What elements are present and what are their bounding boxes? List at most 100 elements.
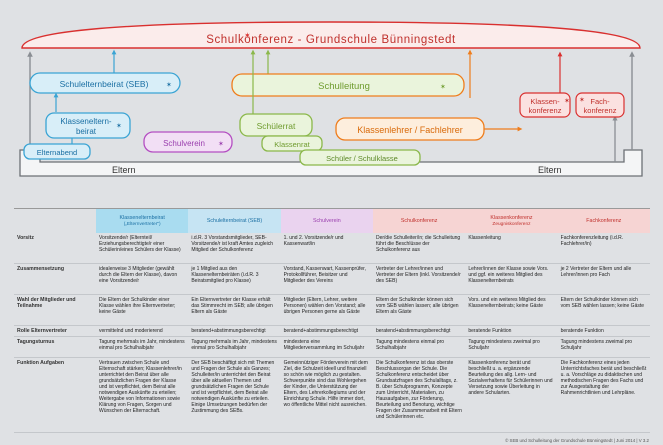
col-subtitle: Zeugniskonferenz: [492, 221, 531, 227]
col-seb: Schulelternbeirat (SEB): [188, 209, 281, 233]
node-kb-label-1: Klasseneltern-: [60, 117, 111, 126]
node-schulleitung-label: Schulleitung: [318, 81, 370, 92]
row-label: Rolle Elternvertreter: [14, 325, 96, 337]
table-cell: Vertreter der Lehrer/innen und Vertreter…: [372, 263, 466, 295]
table-row: Vorsitz Vorsitzende/r (Elternteil/ Erzie…: [14, 233, 650, 264]
table-cell: Fachkonferenzleitung (i.d.R. Fachlehrer/…: [557, 233, 650, 264]
table-cell: Lehrer/innen der Klasse sowie Vors. und …: [465, 263, 558, 295]
node-schueler-label: Schüler / Schulklasse: [326, 154, 398, 163]
table-cell: Tagung mindestens einmal pro Schulhalbja…: [372, 336, 466, 358]
col-title: Schulverein: [312, 218, 341, 224]
table-cell: Klassenkonferenz berät und beschließt u.…: [465, 357, 558, 433]
table-cell: Tagung mindestens zweimal pro Schuljahr: [465, 336, 558, 358]
col-fachkonferenz: Fachkonferenz: [557, 209, 650, 233]
table-cell: idealerweise 3 Mitglieder (gewählt durch…: [96, 263, 189, 295]
node-schulleitung: [231, 73, 465, 97]
node-lehrer-label: Klassenlehrer / Fachlehrer: [357, 125, 463, 135]
table-cell: je 1 Mitglied aus den Klassenelternbeirä…: [188, 263, 281, 295]
node-klassenrat: [261, 135, 323, 152]
node-elternabend: [23, 143, 91, 160]
row-label: Zusammensetzung: [14, 263, 96, 295]
col-klassenelternbeirat: Klassenelternbeirat („Elternvertreter"): [96, 209, 189, 233]
table-cell: Vorsitzende/r (Elternteil/ Erziehungsber…: [96, 233, 189, 264]
corner-cell: [14, 209, 96, 233]
splat-icon: ✶: [218, 140, 224, 148]
splat-icon: ✶: [116, 122, 122, 130]
table-row: Wahl der Mitglieder und Teilnahme Die El…: [14, 294, 650, 326]
structure-diagram: Schulkonferenz - Grundschule Bünningsted…: [19, 21, 643, 177]
node-klassenrat-label: Klassenrat: [274, 140, 310, 149]
col-title: Fachkonferenz: [586, 218, 622, 224]
table-row: Tagungsturnus Tagung mehrmals im Jahr, m…: [14, 336, 650, 358]
col-schulverein: Schulverein: [280, 209, 373, 233]
diagram-title: Schulkonferenz - Grundschule Bünningsted…: [206, 34, 456, 46]
schulkonferenz-banner: [21, 21, 641, 49]
node-fk-label-1: Fach-: [590, 97, 610, 106]
splat-icon: ✶: [579, 96, 585, 104]
table-cell: Ein Elternvertreter der Klasse erhält da…: [188, 294, 281, 326]
node-klk-label-1: Klassen-: [530, 97, 560, 106]
node-seb-label: Schulelternbeirat (SEB): [60, 79, 149, 89]
table-cell: je 2 Vertreter der Eltern und alle Lehre…: [557, 263, 650, 295]
table-cell: Mitglieder (Eltern, Lehrer, weitere Pers…: [280, 294, 373, 326]
table-header-row: Klassenelternbeirat („Elternvertreter") …: [14, 209, 650, 233]
row-label: Vorsitz: [14, 233, 96, 264]
table-cell: Die Schulkonferenz ist das oberste Besch…: [372, 357, 466, 433]
table-cell: beratend+abstimmungsberechtigt: [188, 325, 281, 337]
col-schulkonferenz: Schulkonferenz: [372, 209, 466, 233]
table-cell: beratend+abstimmungsberechtigt: [280, 325, 373, 337]
node-seb: [29, 72, 181, 94]
table-cell: Der SEB beschäftigt sich mit Themen und …: [188, 357, 281, 433]
table-cell: Tagung mehrmals im Jahr, mindestens einm…: [96, 336, 189, 358]
node-fk-label-2: konferenz: [584, 106, 617, 115]
copyright-footer: © SEB und Schulleitung der Grundschule B…: [505, 438, 649, 443]
table-cell: Klassenleitung: [465, 233, 558, 264]
eltern-label-left: Eltern: [112, 165, 136, 175]
node-kb-label-2: beirat: [76, 127, 97, 136]
table-cell: Gemeinnütziger Förderverein mit dem Ziel…: [280, 357, 373, 433]
table-cell: Tagung mindestens zweimal pro Schuljahr: [557, 336, 650, 358]
table-cell: 1. und 2. Vorsitzende/r und Kassenwart/i…: [280, 233, 373, 264]
node-fachkonferenz: [575, 92, 625, 118]
node-schuelerrat-label: Schülerrat: [257, 121, 296, 131]
table-cell: beratende Funktion: [557, 325, 650, 337]
col-title: Klassenelternbeirat: [119, 214, 165, 221]
col-subtitle: („Elternvertreter"): [123, 221, 161, 227]
table-row: Rolle Elternvertreter vermittelnd und mo…: [14, 325, 650, 337]
table-cell: vermittelnd und moderierend: [96, 325, 189, 337]
table-cell: Vors. und ein weiteres Mitglied des Klas…: [465, 294, 558, 326]
col-title: Schulelternbeirat (SEB): [206, 218, 263, 224]
node-klk-label-2: konferenz: [529, 106, 562, 115]
table-cell: Der/die Schulleiter/in; die Schulleitung…: [372, 233, 466, 264]
node-elternabend-label: Elternabend: [37, 148, 77, 157]
row-label: Tagungsturnus: [14, 336, 96, 358]
node-klassenelternbeirat: [45, 112, 131, 139]
node-schulverein-label: Schulverein: [163, 139, 205, 148]
col-title: Klassenkonferenz: [490, 214, 533, 221]
table-cell: beratende Funktion: [465, 325, 558, 337]
node-schulverein: [143, 131, 233, 153]
table-cell: beratend+abstimmungsberechtigt: [372, 325, 466, 337]
eltern-label-right: Eltern: [538, 165, 562, 175]
table-row: Funktion Aufgaben Vertrauen zwischen Sch…: [14, 357, 650, 433]
splat-icon: ✶: [244, 31, 251, 40]
table-cell: Die Eltern der Schulkinder einer Klasse …: [96, 294, 189, 326]
node-klassenkonferenz: [519, 92, 571, 118]
table-cell: i.d.R. 3 Vorstandsmitglieder, SEB-Vorsit…: [188, 233, 281, 264]
table-cell: Eltern der Schulkinder können sich vom S…: [557, 294, 650, 326]
col-title: Schulkonferenz: [400, 218, 438, 224]
splat-icon: ✶: [166, 81, 172, 89]
table-cell: Vorstand, Kassenwart, Kassenprüfer, Prot…: [280, 263, 373, 295]
table-cell: Vertrauen zwischen Schule und Elternscha…: [96, 357, 189, 433]
splat-icon: ✶: [440, 83, 446, 91]
table-cell: Tagung mehrmals im Jahr, mindestens einm…: [188, 336, 281, 358]
col-klassenkonferenz: Klassenkonferenz Zeugniskonferenz: [465, 209, 558, 233]
node-schueler-klasse: [299, 149, 421, 166]
table-cell: mindestens eine Mitgliederversammlung im…: [280, 336, 373, 358]
splat-icon: ✶: [564, 97, 570, 105]
table-cell: Die Fachkonferenz eines jeden Unterricht…: [557, 357, 650, 433]
row-label: Wahl der Mitglieder und Teilnahme: [14, 294, 96, 326]
row-label: Funktion Aufgaben: [14, 357, 96, 433]
table-row: Zusammensetzung idealerweise 3 Mitgliede…: [14, 263, 650, 295]
comparison-table: Klassenelternbeirat („Elternvertreter") …: [14, 208, 650, 436]
